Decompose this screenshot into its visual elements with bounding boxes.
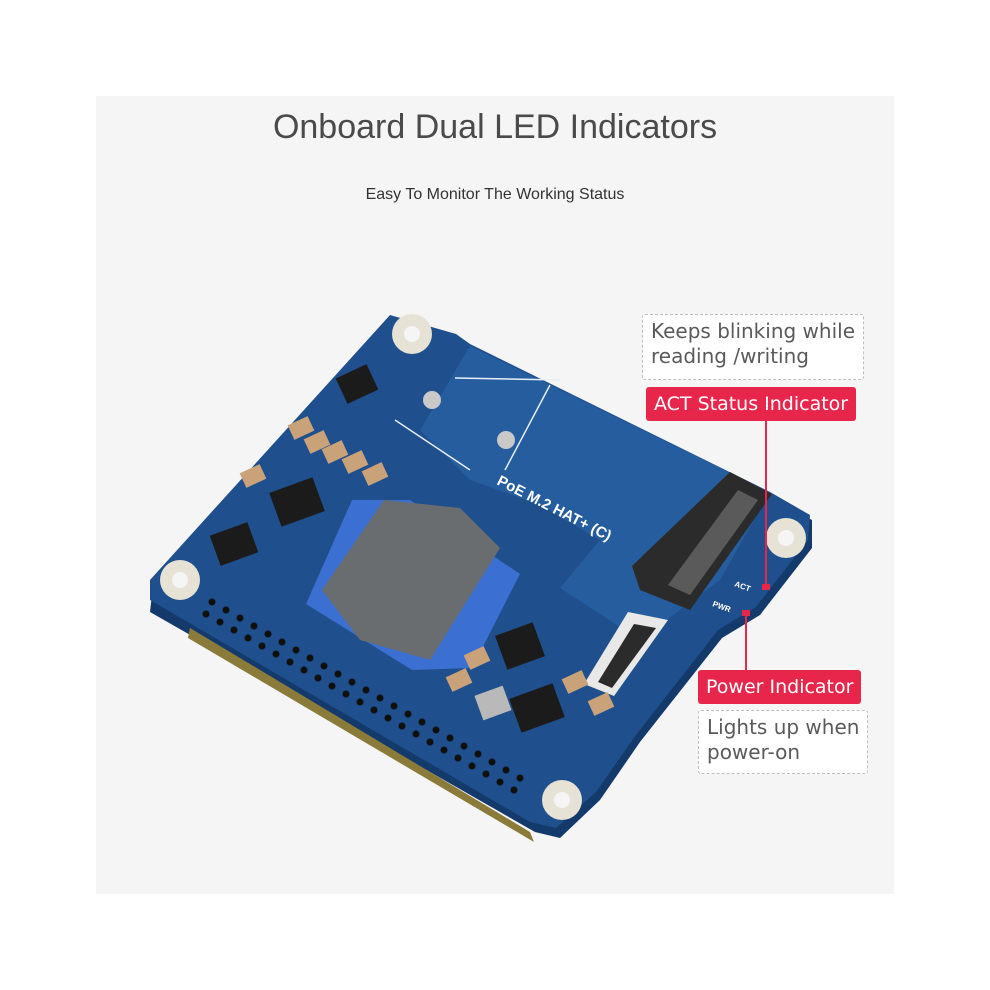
power-indicator-tag: Power Indicator xyxy=(698,670,862,704)
power-note-line1: Lights up when xyxy=(707,715,860,739)
trace-line xyxy=(454,377,561,381)
standoff-screw xyxy=(497,431,515,449)
act-note-line1: Keeps blinking while xyxy=(651,319,856,343)
page-title: Onboard Dual LED Indicators xyxy=(272,108,718,146)
act-status-indicator-tag: ACT Status Indicator xyxy=(646,387,857,421)
trace-line xyxy=(504,384,551,471)
mounting-hole xyxy=(542,780,582,820)
power-description-note: Lights up when power-on xyxy=(698,710,868,774)
ic-chip xyxy=(509,683,565,733)
mounting-hole xyxy=(392,314,432,354)
standoff-screw xyxy=(423,391,441,409)
ic-chip xyxy=(335,364,379,404)
inductor xyxy=(474,685,512,721)
power-note-line2: power-on xyxy=(707,740,801,764)
m2-connector-pins xyxy=(668,490,758,595)
capacitor-row xyxy=(239,416,615,716)
act-description-note: Keeps blinking while reading /writing xyxy=(642,314,864,380)
ic-chip xyxy=(209,522,259,566)
mounting-hole xyxy=(160,560,200,600)
ic-chip xyxy=(495,622,545,670)
ic-chip xyxy=(269,477,325,527)
ffc-slot xyxy=(598,624,656,688)
transformer-core xyxy=(322,500,500,660)
mounting-hole xyxy=(766,518,806,558)
page-subtitle: Easy To Monitor The Working Status xyxy=(365,186,625,203)
pwr-led xyxy=(742,610,750,616)
trace-line xyxy=(394,419,471,471)
gpio-header-holes xyxy=(202,598,524,794)
act-note-line2: reading /writing xyxy=(651,344,809,368)
act-led xyxy=(762,584,770,590)
board-bottom-edge xyxy=(188,628,534,842)
